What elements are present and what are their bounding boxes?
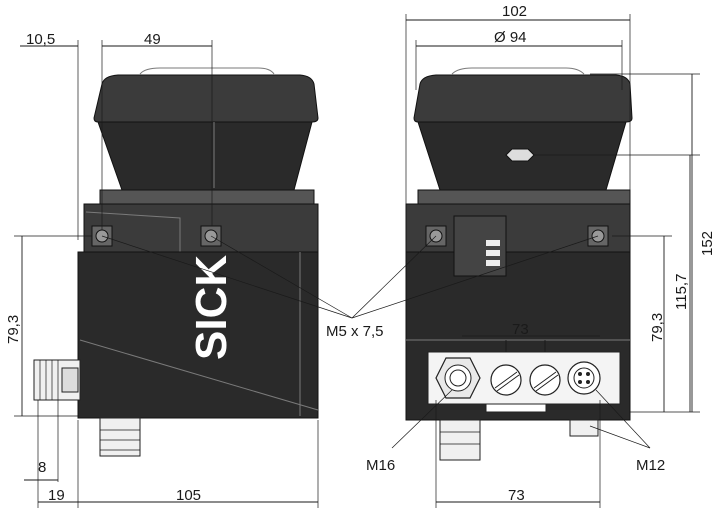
dim-102: 102 [502,3,527,20]
dim-73-small: 73 [512,321,529,338]
callout-m16: M16 [366,457,395,474]
blank-plug-1 [490,364,522,396]
brand-logo: SICK [187,255,236,360]
dim-115-7: 115,7 [673,274,690,310]
dim-79-3-left: 79,3 [5,315,22,344]
callout-m12: M12 [636,457,665,474]
gland-m12 [567,361,601,395]
gland-m16 [435,357,481,399]
front-hood-top [413,74,633,123]
callout-m5: M5 x 7,5 [326,323,384,340]
dim-19: 19 [48,487,65,504]
front-view [405,67,633,461]
side-cable-gland [33,359,81,401]
dim-79-3-right: 79,3 [649,313,666,342]
dim-8: 8 [38,459,46,476]
dim-73: 73 [508,487,525,504]
side-bottom-connector [99,417,141,457]
front-collar [417,189,631,205]
side-collar [99,189,315,205]
dim-diameter-94: Ø 94 [494,29,527,46]
side-hood-top [93,74,319,123]
status-indicator [453,215,507,277]
blank-plug-2 [529,364,561,396]
dim-152: 152 [699,231,716,256]
side-view: SICK [33,67,319,457]
dim-10-5: 10,5 [26,31,55,48]
dim-105: 105 [176,487,201,504]
dimension-lines [14,14,700,508]
front-window-marker [505,148,535,162]
dim-49: 49 [144,31,161,48]
front-bottom-connector [439,419,599,461]
side-neck [97,121,313,191]
